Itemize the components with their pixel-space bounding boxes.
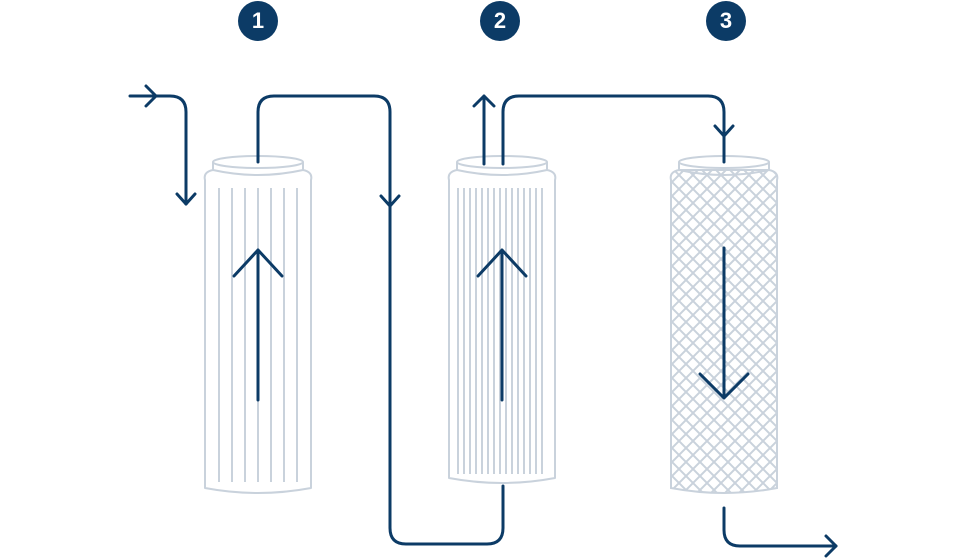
filter1-to-filter2-line <box>256 94 505 546</box>
filter-1-pleats <box>218 188 298 482</box>
down-arrowhead-icon <box>175 192 197 206</box>
inlet-flow-line <box>128 94 188 206</box>
filter2-up-outlet-line <box>472 94 496 166</box>
outlet-arrowhead-icon <box>824 534 838 558</box>
step-badge-2: 2 <box>480 1 520 41</box>
inlet-arrowhead-icon <box>144 84 158 108</box>
filter2-up-arrow-icon <box>476 248 528 402</box>
filter1-up-arrow-icon <box>232 248 284 402</box>
water-flow-path <box>128 84 838 558</box>
down-arrowhead-icon <box>379 194 401 208</box>
filter2-to-filter3-line <box>501 94 726 166</box>
step-badge-1: 1 <box>238 1 278 41</box>
filter-2-pleats <box>457 188 543 474</box>
filter3-down-arrow-icon <box>698 246 750 400</box>
outlet-flow-line <box>722 506 838 548</box>
down-arrowhead-icon <box>713 124 735 138</box>
filter-cartridge-1 <box>203 155 313 494</box>
step-badge-3: 3 <box>706 1 746 41</box>
